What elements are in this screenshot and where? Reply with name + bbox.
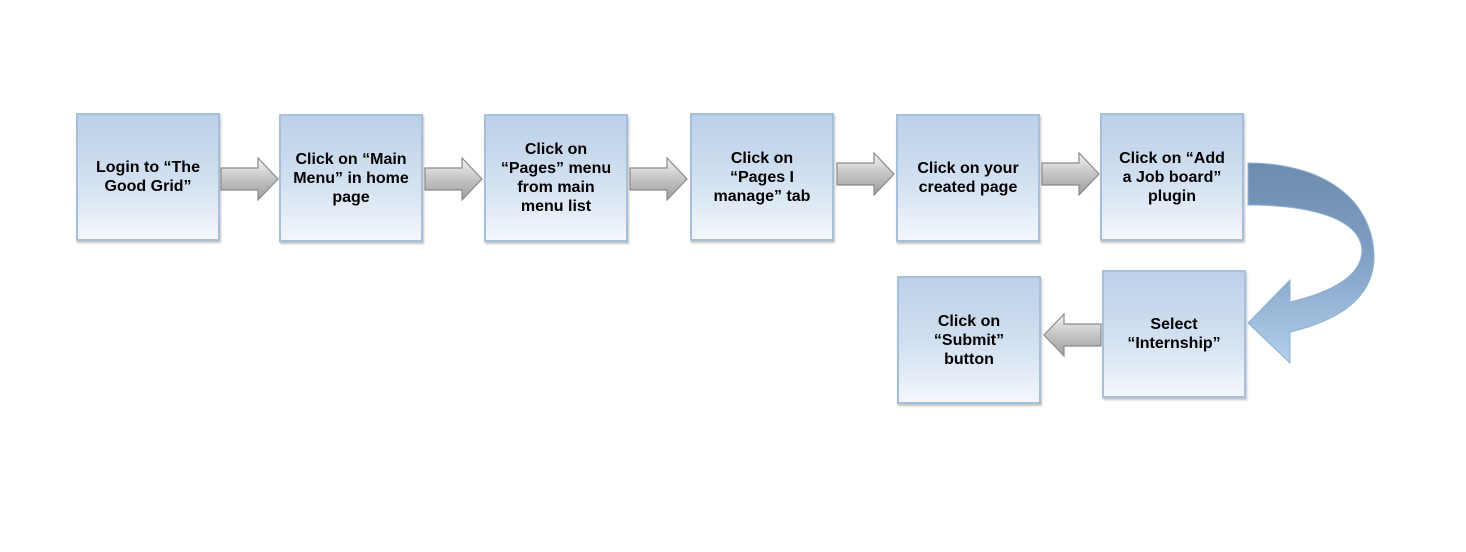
step-pages-i-manage: Click on “Pages I manage” tab (690, 113, 834, 241)
curved-arrow-icon (1247, 162, 1375, 365)
right-arrow-icon (1041, 152, 1100, 196)
right-arrow-icon (424, 157, 483, 201)
step-main-menu: Click on “Main Menu” in home page (279, 114, 423, 242)
step-login: Login to “The Good Grid” (76, 113, 220, 241)
right-arrow-icon (836, 152, 895, 196)
right-arrow-icon (220, 157, 279, 201)
step-created-page: Click on your created page (896, 114, 1040, 242)
step-add-job-board: Click on “Add a Job board” plugin (1100, 113, 1244, 241)
step-pages-menu: Click on “Pages” menu from main menu lis… (484, 114, 628, 242)
right-arrow-icon (629, 157, 688, 201)
step-submit: Click on “Submit” button (897, 276, 1041, 404)
left-arrow-icon (1043, 313, 1102, 357)
step-select-internship: Select “Internship” (1102, 270, 1246, 398)
